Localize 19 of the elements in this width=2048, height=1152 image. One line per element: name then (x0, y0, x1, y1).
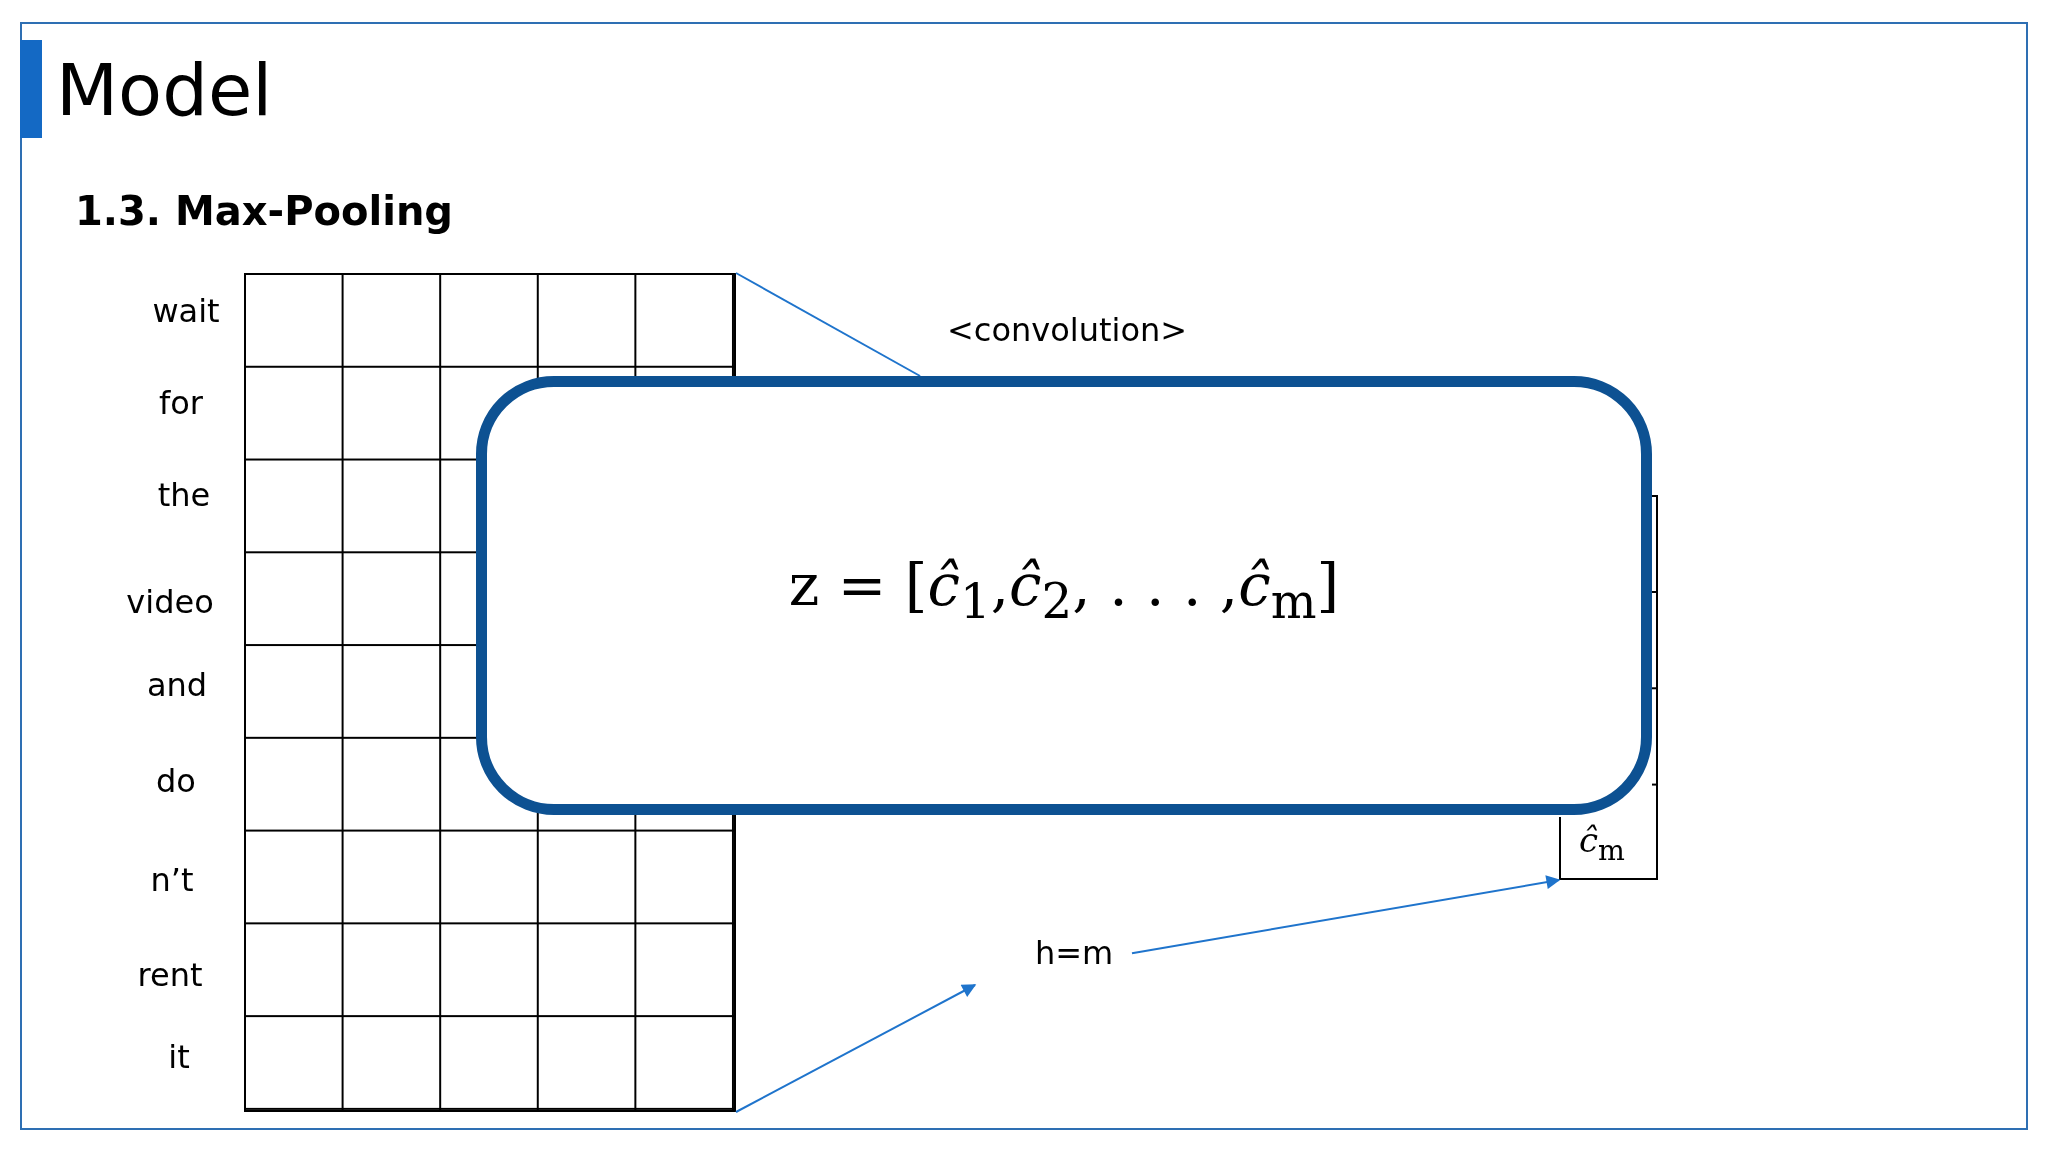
word-label: do (155, 761, 197, 801)
formula-text: z = [ĉ$_{1}$,ĉ$_{2}$, . . . ,ĉ$_{m}$] (788, 550, 1340, 629)
word-label: n’t (149, 860, 195, 900)
arrow (1131, 875, 1561, 955)
vector-entry: ĉ$_{m}$ (1579, 819, 1625, 869)
word-label: rent (136, 955, 204, 995)
word-label: it (167, 1037, 191, 1077)
size-label: h=m (1035, 933, 1114, 973)
word-label: the (156, 475, 212, 515)
word-label: and (145, 665, 209, 705)
word-label: video (125, 582, 215, 622)
section-heading: 1.3. Max-Pooling (75, 187, 453, 236)
formula-box (476, 376, 1652, 815)
vector-cell (1559, 817, 1658, 880)
slide-title: Model (56, 47, 273, 134)
operation-label: <convolution> (947, 310, 1188, 350)
word-label: for (158, 383, 204, 423)
connector-line (735, 272, 922, 377)
word-label: wait (151, 291, 221, 331)
